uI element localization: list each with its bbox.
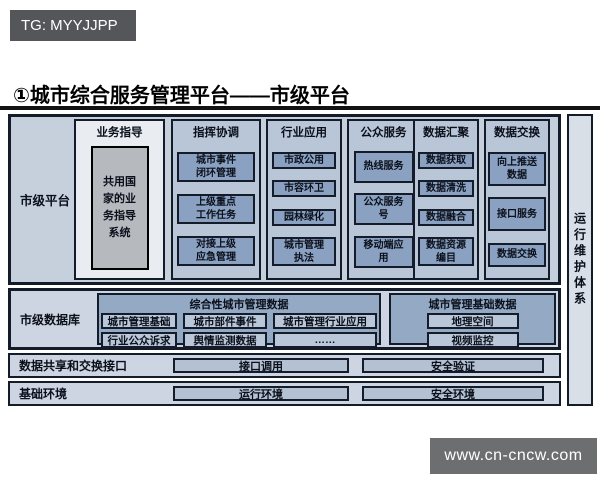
data-cell: 舆情监测数据 <box>183 332 267 348</box>
column-industry-application: 行业应用 市政公用 市容环卫 园林绿化 城市管理执法 <box>266 119 342 280</box>
interface-call-box: 接口调用 <box>173 358 349 373</box>
city-base-data-group: 城市管理基础数据 地理空间 视频监控 <box>389 293 556 348</box>
operation-maintenance-strip: 运行维护体系 <box>567 114 593 406</box>
column-header: 指挥协调 <box>193 127 239 139</box>
title-underline <box>0 106 600 110</box>
module-box: 数据清洗 <box>418 180 474 198</box>
module-box: 移动端应用 <box>353 235 414 268</box>
module-box: 城市管理执法 <box>272 237 336 267</box>
data-cell: 行业公众诉求 <box>101 332 177 348</box>
data-cell: 城市管理行业应用 <box>273 313 377 329</box>
module-box: 热线服务 <box>353 150 414 183</box>
column-items: 城市事件闭环管理 上级重点工作任务 对接上级应急管理 <box>173 140 259 278</box>
base-band-label: 基础环境 <box>19 387 68 401</box>
module-box: 上级重点工作任务 <box>177 194 255 224</box>
city-platform-box: 市级平台 业务指导 共用国家的业务指导系统 指挥协调 城市事件闭环管理 上级重点… <box>8 114 561 285</box>
security-verification-box: 安全验证 <box>362 358 544 373</box>
data-cell: 地理空间 <box>426 313 519 329</box>
module-box: 对接上级应急管理 <box>177 236 255 266</box>
group-header: 城市管理基础数据 <box>428 299 517 311</box>
column-business-guidance: 业务指导 共用国家的业务指导系统 <box>74 119 165 280</box>
city-database-band: 市级数据库 综合性城市管理数据 城市管理基础 城市部件事件 城市管理行业应用 行… <box>8 288 561 350</box>
module-box: 数据交换 <box>488 242 546 267</box>
module-box: 城市事件闭环管理 <box>177 152 255 182</box>
tg-watermark-badge: TG: MYYJJPP <box>10 10 136 41</box>
module-box: 市容环卫 <box>272 180 336 198</box>
column-header: 数据汇聚 <box>423 127 469 139</box>
column-command-coordination: 指挥协调 城市事件闭环管理 上级重点工作任务 对接上级应急管理 <box>171 119 261 280</box>
data-cell: …… <box>273 332 377 348</box>
column-public-service: 公众服务 热线服务 公众服务号 移动端应用 <box>347 119 420 280</box>
city-platform-label: 市级平台 <box>20 194 71 208</box>
module-box: 园林绿化 <box>272 208 336 226</box>
shared-national-system-box: 共用国家的业务指导系统 <box>90 146 149 270</box>
module-box: 接口服务 <box>488 197 546 231</box>
group-cells: 城市管理基础 城市部件事件 城市管理行业应用 行业公众诉求 舆情监测数据 …… <box>99 313 379 348</box>
column-header: 行业应用 <box>281 127 327 139</box>
module-box: 数据融合 <box>418 208 474 226</box>
module-box: 向上推送数据 <box>488 151 546 186</box>
column-header: 业务指导 <box>96 127 143 139</box>
data-cell: 城市管理基础 <box>101 313 177 329</box>
operation-maintenance-label: 运行维护体系 <box>572 212 587 308</box>
column-items: 热线服务 公众服务号 移动端应用 <box>349 140 418 278</box>
website-watermark-badge: www.cn-cncw.com <box>430 438 597 474</box>
interface-band-label: 数据共享和交换接口 <box>19 359 128 373</box>
page-title: ①城市综合服务管理平台——市级平台 <box>13 85 350 107</box>
column-header: 公众服务 <box>360 127 407 139</box>
runtime-environment-box: 运行环境 <box>173 386 349 401</box>
column-items: 数据获取 数据清洗 数据融合 数据资源编目 <box>415 140 477 278</box>
group-header: 综合性城市管理数据 <box>189 299 289 311</box>
comprehensive-city-data-group: 综合性城市管理数据 城市管理基础 城市部件事件 城市管理行业应用 行业公众诉求 … <box>97 293 381 348</box>
data-cell: 城市部件事件 <box>183 313 267 329</box>
module-box: 数据获取 <box>418 151 474 169</box>
column-header: 数据交换 <box>494 127 540 139</box>
security-environment-box: 安全环境 <box>362 386 544 401</box>
column-items: 向上推送数据 接口服务 数据交换 <box>486 140 548 278</box>
module-box: 公众服务号 <box>353 193 414 225</box>
city-database-label: 市级数据库 <box>20 312 81 327</box>
module-box: 数据资源编目 <box>418 237 474 267</box>
column-data-exchange: 数据交换 向上推送数据 接口服务 数据交换 <box>484 119 550 280</box>
base-environment-band: 基础环境 运行环境 安全环境 <box>8 381 561 406</box>
module-box: 市政公用 <box>272 151 336 169</box>
column-data-aggregation: 数据汇聚 数据获取 数据清洗 数据融合 数据资源编目 <box>413 119 479 280</box>
column-items: 市政公用 市容环卫 园林绿化 城市管理执法 <box>268 140 340 278</box>
group-cells: 地理空间 视频监控 <box>391 313 554 348</box>
data-cell: 视频监控 <box>426 332 519 348</box>
data-sharing-interface-band: 数据共享和交换接口 接口调用 安全验证 <box>8 353 561 378</box>
